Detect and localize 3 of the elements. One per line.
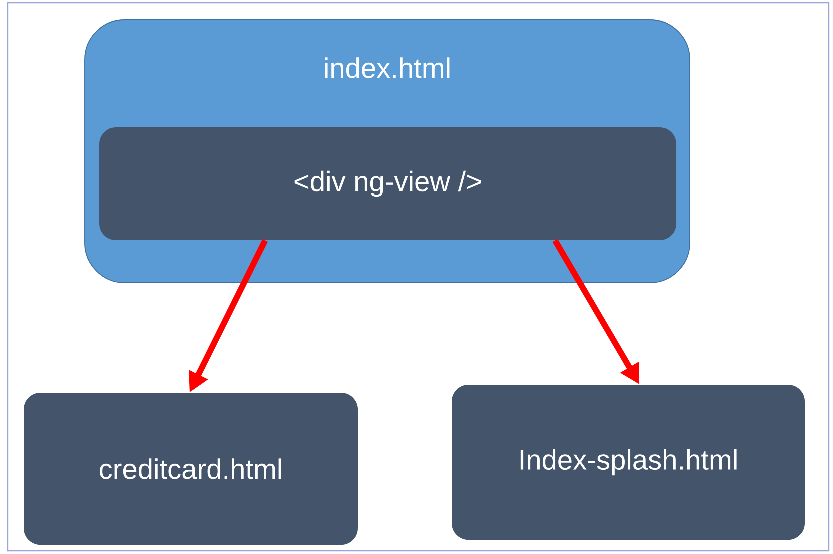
page-box: Index-splash.html bbox=[452, 385, 805, 540]
view-box: <div ng-view /> bbox=[100, 128, 677, 241]
page-box: creditcard.html bbox=[24, 393, 358, 545]
